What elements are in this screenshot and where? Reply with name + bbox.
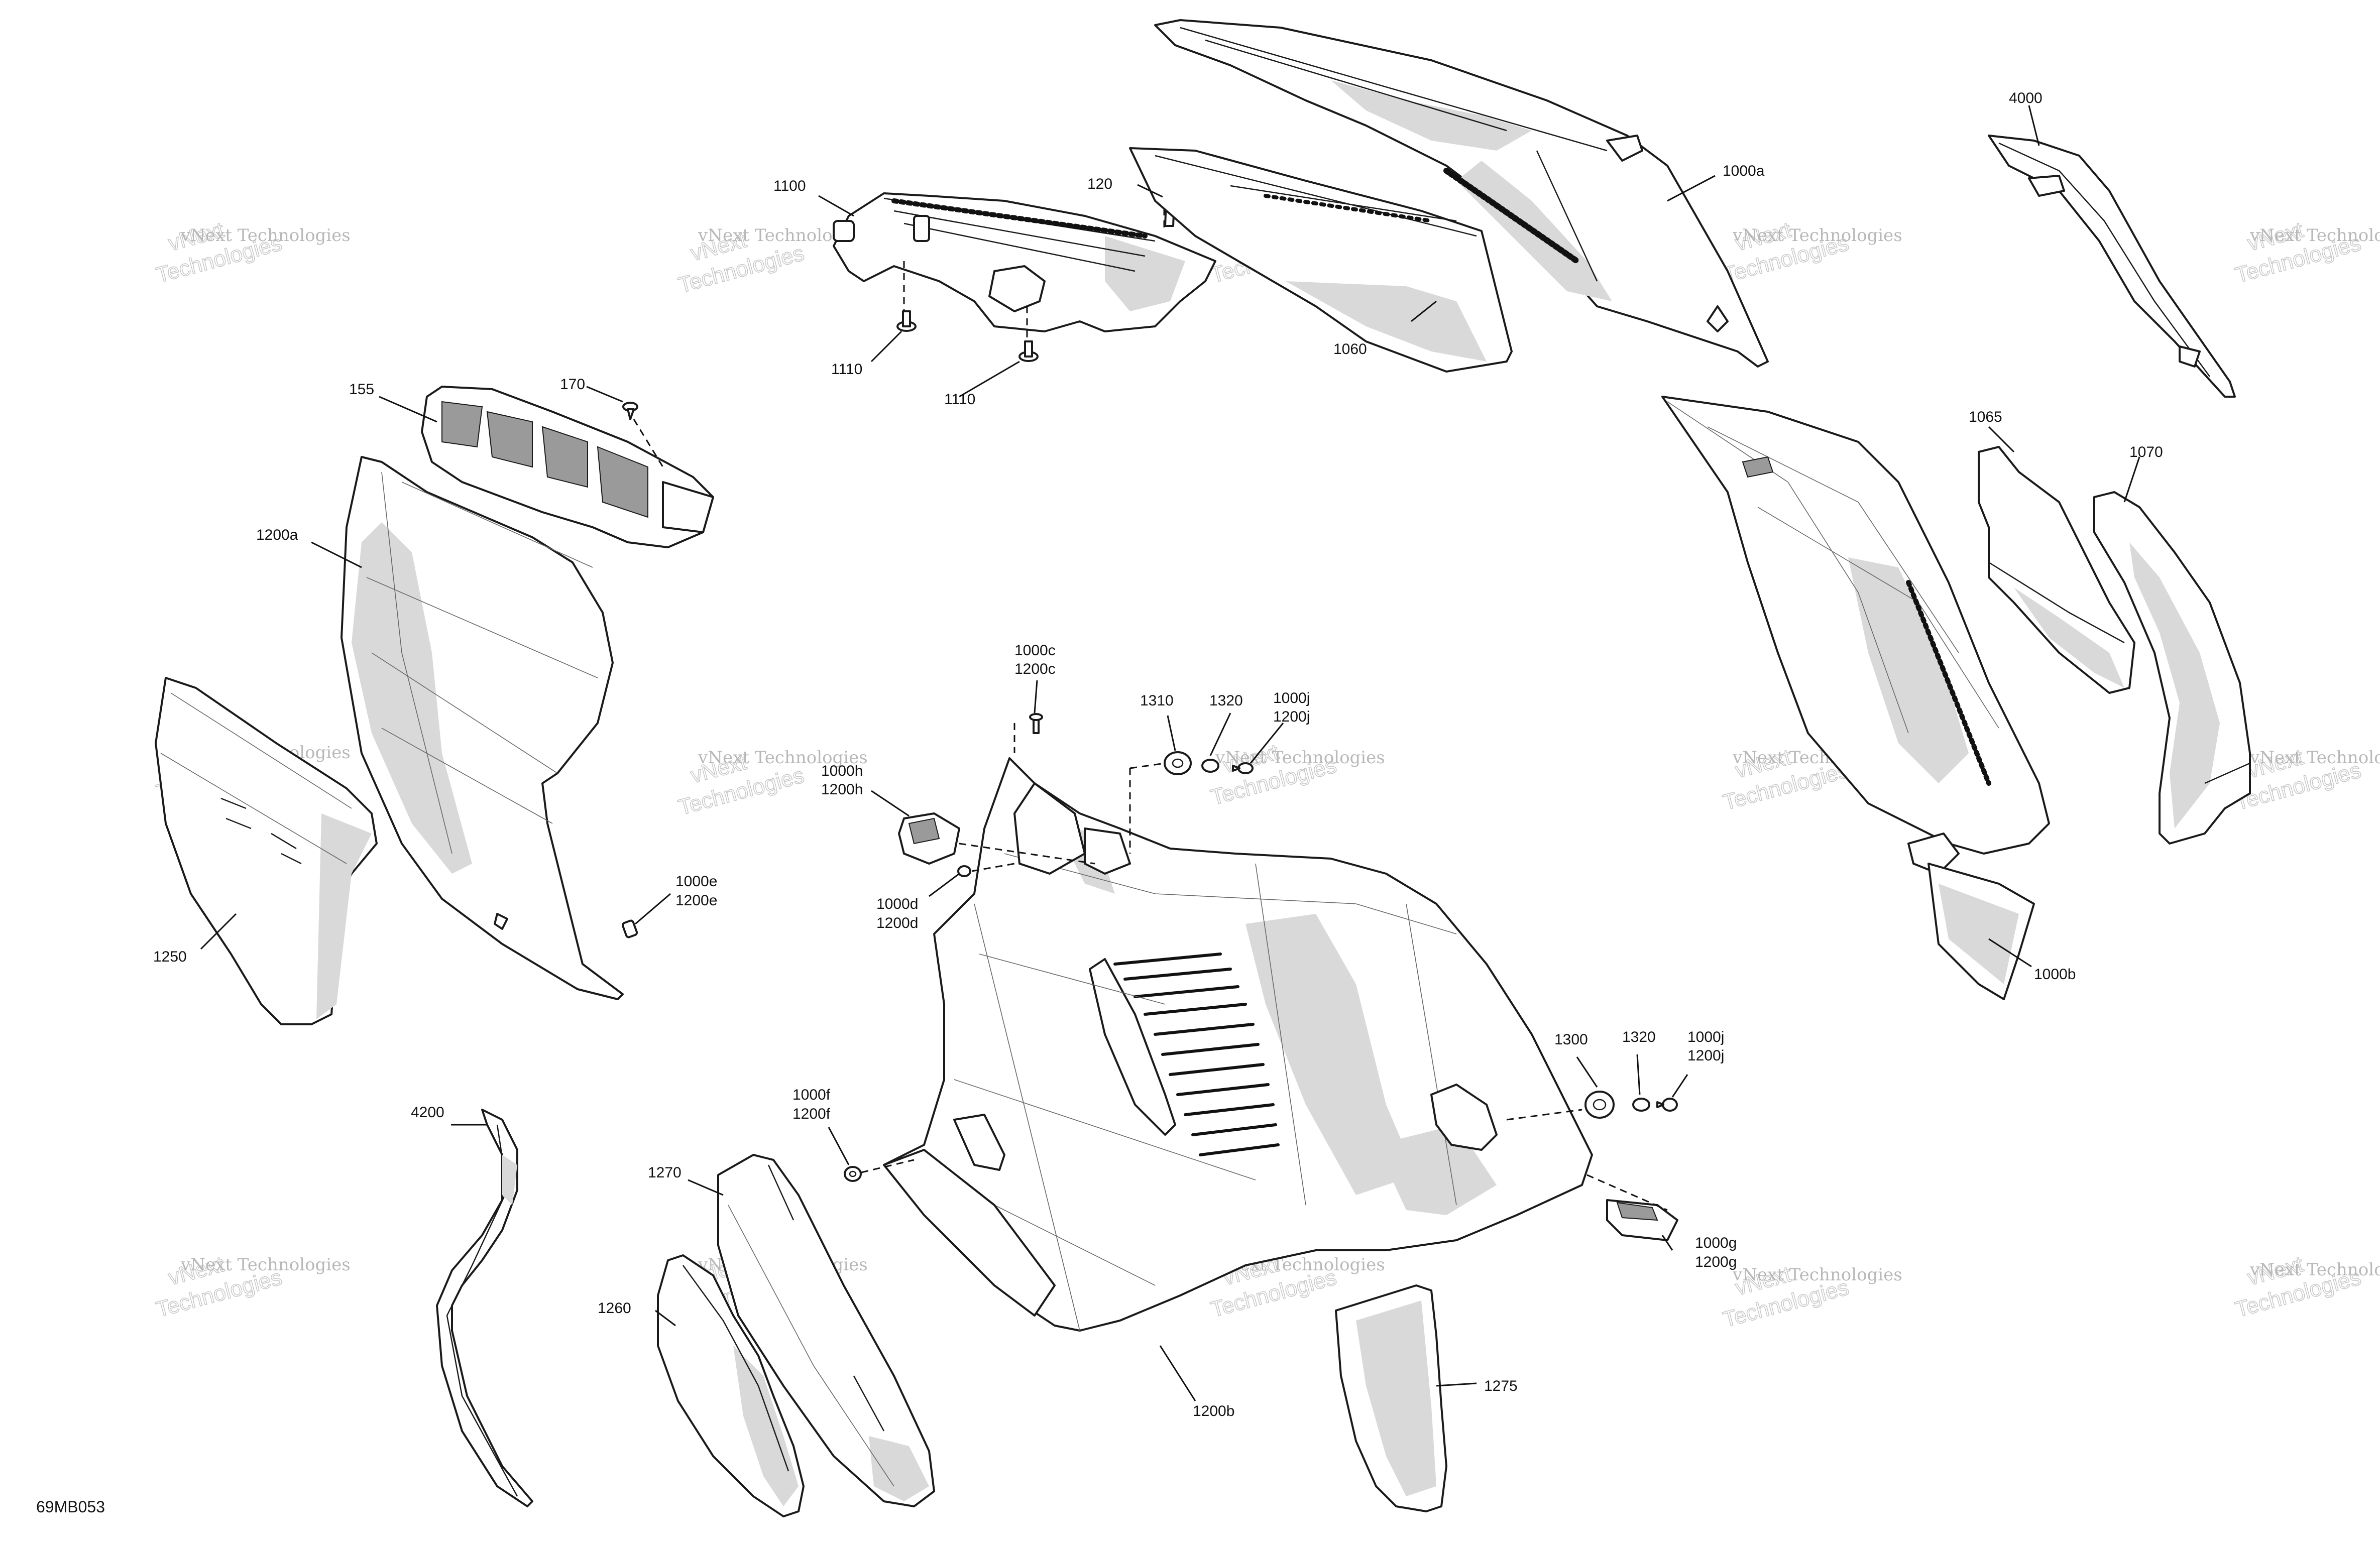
callout-label: 4200 bbox=[411, 1104, 444, 1121]
callout-label: 1065 bbox=[1969, 409, 2002, 425]
callout-label: 1000c bbox=[1014, 642, 1056, 659]
part-1110-screw bbox=[1018, 340, 1039, 362]
callout-label: 1200f bbox=[792, 1106, 831, 1122]
callout-label: 1000j bbox=[1273, 690, 1310, 706]
part-1000e-clip bbox=[621, 919, 638, 938]
callout-label: 1000f bbox=[792, 1087, 831, 1103]
watermark-text: vNext Technologies bbox=[2249, 225, 2380, 246]
callout-label: 1320 bbox=[1209, 692, 1243, 709]
callout-label: 1200g bbox=[1695, 1254, 1737, 1270]
callout-label: 120 bbox=[1087, 176, 1112, 192]
watermark-text: vNext Technologies bbox=[698, 748, 868, 768]
watermark: vNext Technologies bbox=[1720, 217, 1852, 288]
callout-label: 155 bbox=[349, 381, 374, 398]
fastener-path bbox=[1506, 1109, 1582, 1121]
part-1110-screw bbox=[896, 310, 917, 332]
part-1275-lower-panel bbox=[1335, 1284, 1447, 1512]
callout-label: 4000 bbox=[2009, 90, 2043, 106]
callout-label: 1310 bbox=[1140, 692, 1174, 709]
watermark-text: vNext Technologies bbox=[2249, 1260, 2380, 1280]
callout-label: 1200e bbox=[675, 892, 717, 909]
watermark: vNext Technologies bbox=[153, 1251, 285, 1322]
callout-label: 1200h bbox=[821, 781, 863, 798]
callout-labels: 1100 120 1000a 4000 1110 1110 1060 155 1… bbox=[153, 90, 2163, 1419]
watermark-text: vNext Technologies bbox=[1732, 1265, 1902, 1285]
part-1000b-side-panel bbox=[1661, 396, 2050, 1000]
part-1000d-clip bbox=[957, 865, 971, 877]
callout-label: 1000h bbox=[821, 763, 863, 779]
watermark-text: vNext Technologies bbox=[1732, 225, 1902, 246]
callout-label: 1250 bbox=[153, 948, 187, 965]
callout-label: 1200a bbox=[256, 527, 298, 543]
fastener-path bbox=[959, 843, 1095, 865]
watermark: vNext Technologies bbox=[2232, 217, 2364, 288]
drawing-code: 69MB053 bbox=[36, 1498, 105, 1516]
callout-label: 1000a bbox=[1723, 163, 1765, 179]
callout-label: 1300 bbox=[1554, 1031, 1588, 1048]
part-1000h-connector bbox=[898, 812, 960, 865]
leader-lines bbox=[200, 105, 2140, 1401]
watermark: vNext Technologies bbox=[153, 217, 285, 288]
watermark-text: vNext Technologies bbox=[180, 225, 351, 246]
callout-label: 1200d bbox=[876, 915, 918, 931]
callout-label: 1000d bbox=[876, 896, 918, 912]
part-1310-grommet bbox=[1164, 751, 1192, 775]
part-1200b-main-panel bbox=[883, 757, 1593, 1332]
fastener-path bbox=[1586, 1174, 1668, 1211]
callout-label: 1200b bbox=[1193, 1403, 1234, 1419]
part-1000a-upper-panel bbox=[1154, 19, 1769, 368]
part-170-screw bbox=[622, 402, 638, 420]
callout-label: 1000b bbox=[2034, 966, 2076, 983]
callout-label: 1320 bbox=[1622, 1029, 1656, 1045]
fastener-path bbox=[633, 419, 664, 467]
callout-label: 1200c bbox=[1014, 661, 1056, 677]
callout-label: 1270 bbox=[648, 1164, 682, 1181]
part-1260-panel bbox=[657, 1254, 805, 1517]
part-1320-washer bbox=[1201, 759, 1219, 773]
callout-label: 1100 bbox=[773, 178, 806, 194]
part-1000c-screw bbox=[1029, 713, 1043, 734]
part-1320-washer bbox=[1632, 1098, 1650, 1112]
watermark: vNext Technologies bbox=[2232, 1251, 2364, 1322]
part-1300-grommet bbox=[1584, 1091, 1615, 1119]
callout-label: 1110 bbox=[831, 361, 862, 378]
callout-label: 1110 bbox=[944, 391, 975, 408]
callout-label: 1000g bbox=[1695, 1235, 1737, 1251]
callout-label: 1200j bbox=[1687, 1047, 1724, 1064]
part-4200-trim-strip bbox=[436, 1109, 533, 1507]
part-1065-trim bbox=[1978, 446, 2135, 694]
watermark-text: vNext Technologies bbox=[2249, 748, 2380, 768]
callout-label: 1000j bbox=[1687, 1029, 1724, 1045]
part-155-vent-grille bbox=[421, 386, 714, 548]
fastener-path bbox=[1129, 762, 1166, 854]
part-1070-trim bbox=[2093, 491, 2251, 845]
part-4000-trim bbox=[1988, 135, 2236, 398]
callout-label: 1000e bbox=[675, 873, 717, 890]
part-1000j-screw bbox=[1656, 1098, 1678, 1112]
part-1000f-clip bbox=[844, 1166, 862, 1182]
callout-label: 170 bbox=[560, 376, 585, 393]
callout-label: 1275 bbox=[1484, 1378, 1518, 1394]
part-1250-lower-panel bbox=[155, 677, 378, 1025]
watermark-text: vNext Technologies bbox=[180, 1255, 351, 1275]
part-1200a-side-panel bbox=[341, 456, 624, 1000]
part-1270-lower-panel bbox=[717, 1154, 935, 1507]
callout-label: 1070 bbox=[2129, 444, 2163, 460]
part-1100-vent-bracket bbox=[833, 192, 1216, 332]
callout-label: 1060 bbox=[1333, 341, 1367, 358]
fastener-path bbox=[861, 1159, 915, 1173]
part-1000g-connector bbox=[1606, 1199, 1678, 1241]
callout-label: 1200j bbox=[1273, 708, 1310, 725]
part-1000j-screw bbox=[1232, 762, 1254, 774]
callout-label: 1260 bbox=[598, 1300, 631, 1317]
